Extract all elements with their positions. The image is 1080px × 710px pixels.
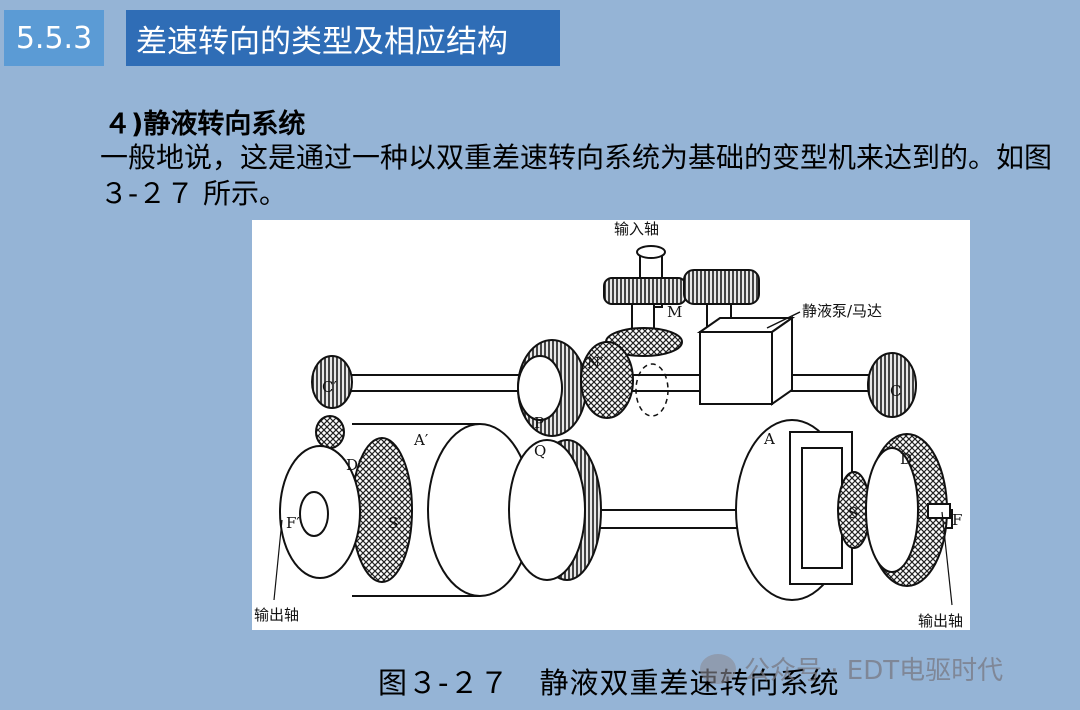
watermark-text: 公众号 · EDT电驱时代 [744,656,1004,686]
label-c-prime: C′ [322,378,337,396]
hydrostatic-steering-diagram: 输入轴 静液泵/马达 M N′ P Q C′ C A′ A D′ D S′ S … [254,220,963,630]
label-a: A [763,430,775,448]
label-n-prime: N′ [587,354,604,372]
label-q: Q [534,442,546,460]
label-m: M [667,303,682,321]
label-output-right: 输出轴 [918,612,963,630]
label-d: D [900,450,912,468]
section-number: 5.5.3 [4,10,104,66]
label-output-left: 输出轴 [254,606,299,624]
label-a-prime: A′ [413,431,429,449]
figure-diagram: 输入轴 静液泵/马达 M N′ P Q C′ C A′ A D′ D S′ S … [252,220,970,630]
gear-n [580,341,634,419]
output-shaft-right [927,503,951,519]
wechat-icon [700,653,736,684]
gear-c-prime [311,355,353,409]
label-s: S [848,504,858,522]
label-p: P [534,414,544,432]
label-pump-motor: 静液泵/马达 [802,302,882,320]
figure-caption: 图３-２７ 静液双重差速转向系统 [378,666,840,700]
watermark: 公众号 · EDT电驱时代 [700,650,1003,687]
label-f-prime: F′ [286,514,300,532]
label-c: C [890,382,901,400]
input-gear [603,277,687,305]
label-f: F [952,511,962,529]
gear-c [867,352,917,418]
label-d-prime: D′ [346,456,362,474]
subheading: ４)静液转向系统 [104,109,306,140]
pump-gear [683,269,760,305]
label-input-shaft: 输入轴 [614,220,659,238]
section-title: 差速转向的类型及相应结构 [126,10,560,66]
body-paragraph: 一般地说，这是通过一种以双重差速转向系统为基础的变型机来达到的。如图３-２７ 所… [100,141,1053,210]
label-s-prime: S′ [388,514,402,532]
pump-motor-box [699,331,773,405]
